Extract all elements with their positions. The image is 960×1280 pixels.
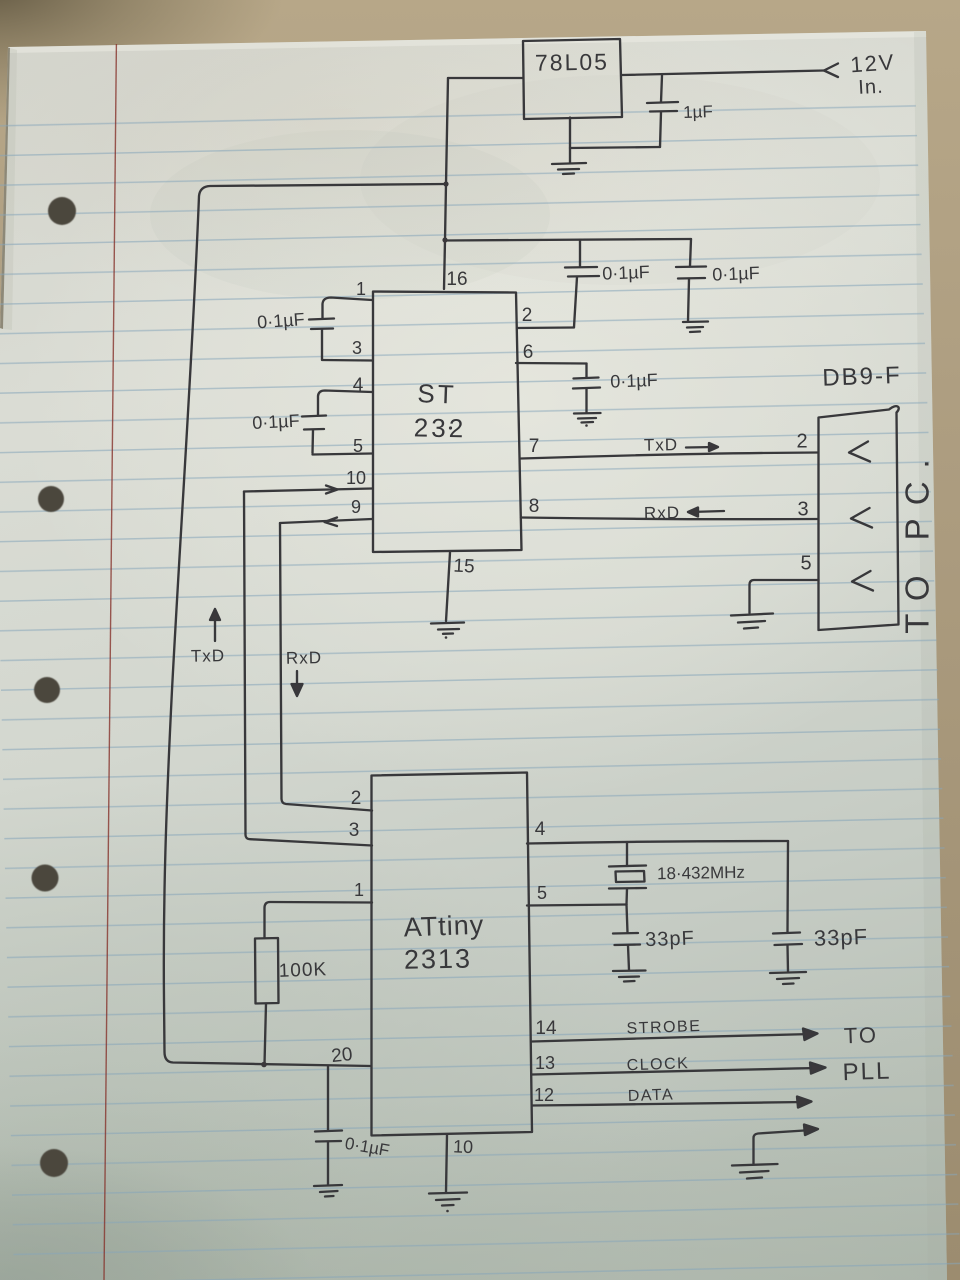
svg-text:12V: 12V xyxy=(849,49,896,77)
svg-text:4: 4 xyxy=(535,819,546,840)
svg-text:10: 10 xyxy=(453,1136,474,1157)
svg-text:3: 3 xyxy=(352,338,362,358)
svg-text:0·1µF: 0·1µF xyxy=(602,262,650,284)
svg-text:0·1µF: 0·1µF xyxy=(252,411,300,433)
svg-text:5: 5 xyxy=(353,436,363,456)
svg-text:RxD: RxD xyxy=(286,648,322,668)
svg-text:8: 8 xyxy=(529,496,540,517)
svg-text:3: 3 xyxy=(797,498,808,520)
svg-text:78L05: 78L05 xyxy=(535,48,609,75)
svg-text:9: 9 xyxy=(351,497,361,517)
svg-text:TO PC.: TO PC. xyxy=(899,446,936,633)
svg-text:7: 7 xyxy=(529,436,540,457)
svg-text:1µF: 1µF xyxy=(683,102,713,122)
svg-text:1: 1 xyxy=(356,279,366,299)
svg-text:33pF: 33pF xyxy=(813,924,868,951)
svg-text:16: 16 xyxy=(446,269,467,290)
svg-text:CLOCK: CLOCK xyxy=(626,1055,689,1074)
svg-text:TO: TO xyxy=(843,1022,878,1048)
svg-text:In.: In. xyxy=(858,76,884,99)
svg-text:ST: ST xyxy=(417,378,457,409)
svg-text:14: 14 xyxy=(535,1018,557,1039)
svg-text:DB9-F: DB9-F xyxy=(822,362,902,392)
svg-text:0·1µF: 0·1µF xyxy=(712,263,760,285)
svg-text:232: 232 xyxy=(414,412,467,443)
svg-text:STROBE: STROBE xyxy=(626,1018,701,1038)
svg-text:100K: 100K xyxy=(278,959,327,982)
svg-text:20: 20 xyxy=(330,1044,353,1067)
svg-text:5: 5 xyxy=(800,552,811,574)
svg-text:5: 5 xyxy=(537,883,547,903)
svg-text:10: 10 xyxy=(346,468,366,488)
svg-text:TxD: TxD xyxy=(191,646,225,666)
svg-text:2: 2 xyxy=(351,788,362,809)
svg-text:TxD: TxD xyxy=(644,435,678,455)
svg-text:DATA: DATA xyxy=(628,1086,675,1105)
svg-text:12: 12 xyxy=(534,1085,554,1105)
svg-text:2313: 2313 xyxy=(404,944,473,975)
svg-text:3: 3 xyxy=(349,820,360,841)
svg-text:13: 13 xyxy=(535,1053,555,1073)
svg-text:PLL: PLL xyxy=(842,1058,892,1087)
svg-text:0·1µF: 0·1µF xyxy=(257,309,306,332)
svg-text:6: 6 xyxy=(523,342,534,363)
svg-text:2: 2 xyxy=(522,305,533,326)
svg-text:1: 1 xyxy=(354,880,364,900)
svg-text:0·1µF: 0·1µF xyxy=(610,370,658,392)
svg-text:18·432MHz: 18·432MHz xyxy=(657,863,745,884)
svg-text:4: 4 xyxy=(353,375,364,396)
svg-text:RxD: RxD xyxy=(644,503,680,523)
svg-text:15: 15 xyxy=(453,555,475,577)
svg-text:2: 2 xyxy=(796,430,807,452)
svg-text:ATtiny: ATtiny xyxy=(403,910,485,943)
svg-text:33pF: 33pF xyxy=(645,927,695,951)
